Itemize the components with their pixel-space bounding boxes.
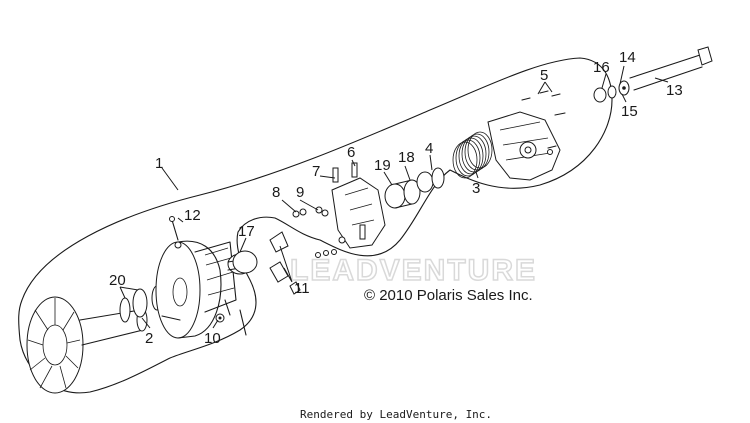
- callout-3: 3: [472, 180, 480, 197]
- rendered-by-footer: Rendered by LeadVenture, Inc.: [300, 408, 492, 421]
- callout-20: 20: [109, 272, 126, 289]
- bolt-and-washers: [593, 46, 713, 103]
- movable-sheave: [155, 240, 258, 339]
- callout-16: 16: [593, 59, 610, 76]
- clutch-cover: [487, 90, 566, 181]
- leader-lines: [119, 65, 669, 329]
- bushings: [384, 167, 445, 209]
- fan-sheave: [26, 296, 148, 394]
- copyright-notice: © 2010 Polaris Sales Inc.: [364, 287, 533, 304]
- assembly-outline: [18, 57, 613, 394]
- callout-9: 9: [296, 184, 304, 201]
- callout-labels: 1 2 3 4 5 6 7 8 9 10 11 12 13 14 15 16 1…: [109, 49, 683, 347]
- callout-18: 18: [398, 149, 415, 166]
- callout-4: 4: [425, 140, 433, 157]
- callout-10: 10: [204, 330, 221, 347]
- bolts-left: [161, 216, 247, 336]
- callout-8: 8: [272, 184, 280, 201]
- callout-14: 14: [619, 49, 636, 66]
- callout-6: 6: [347, 144, 355, 161]
- spider-assembly: [331, 162, 386, 249]
- watermark: LEADVENTURE: [290, 254, 537, 287]
- callout-2: 2: [145, 330, 153, 347]
- callout-13: 13: [666, 82, 683, 99]
- callout-12: 12: [184, 207, 201, 224]
- callout-17: 17: [238, 223, 255, 240]
- spring: [452, 131, 493, 179]
- callout-15: 15: [621, 103, 638, 120]
- rollers-and-pins: [269, 206, 337, 295]
- callout-7: 7: [312, 163, 320, 180]
- callout-5: 5: [540, 67, 548, 84]
- callout-1: 1: [155, 155, 163, 172]
- callout-19: 19: [374, 157, 391, 174]
- callout-11: 11: [294, 280, 310, 297]
